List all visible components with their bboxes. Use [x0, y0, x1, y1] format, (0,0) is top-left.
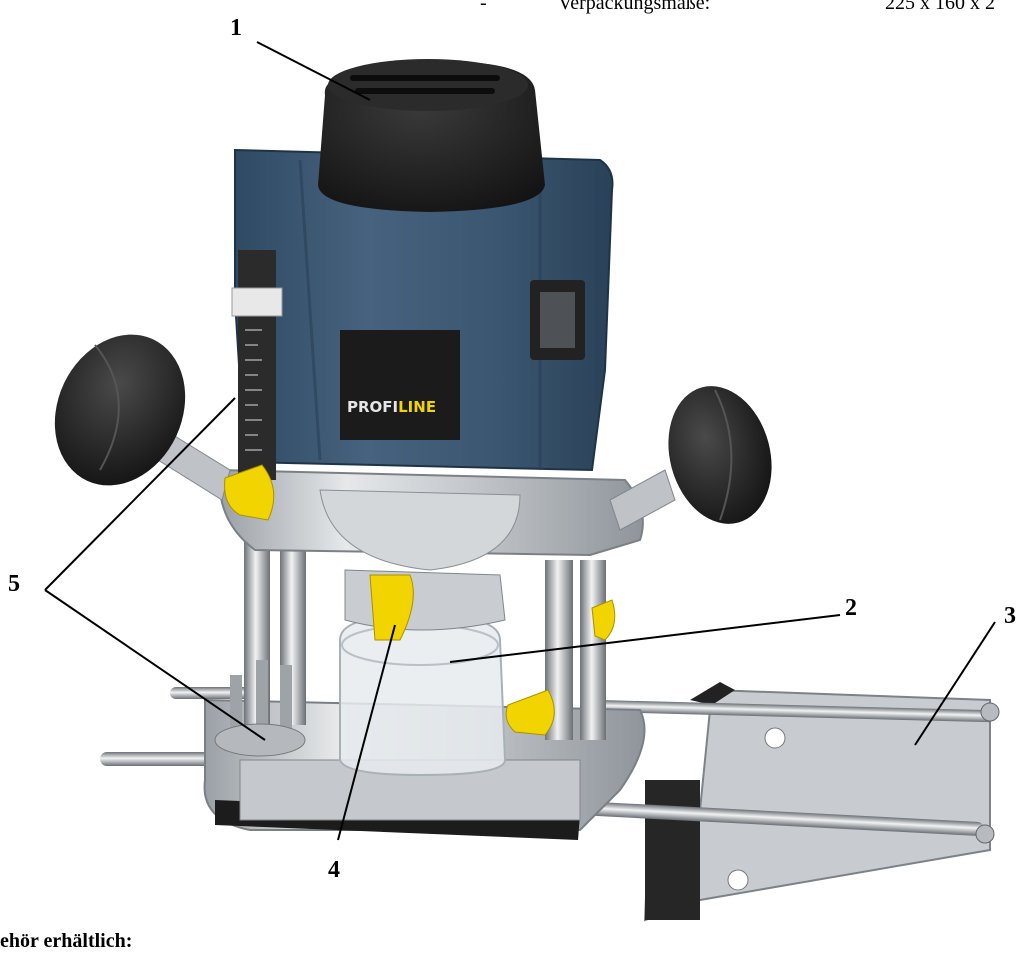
callout-4: 4: [328, 857, 340, 883]
spec-label: Verpackungsmaße:: [558, 0, 711, 14]
callout-5: 5: [8, 571, 20, 597]
spec-dash: -: [480, 0, 487, 14]
brand-label-plate: [340, 330, 460, 440]
parallel-guide-plate: [643, 682, 991, 922]
callout-leader-lines: [44, 41, 996, 841]
depth-stop-turret: [214, 660, 306, 757]
callout-3: 3: [1004, 603, 1016, 629]
locking-screws: [224, 464, 616, 736]
brand-logo-left: PROFI: [347, 398, 399, 416]
motor-top-cap: [318, 59, 545, 212]
callout-2: 2: [845, 595, 857, 621]
depth-scale: [231, 250, 283, 480]
motor-lower-housing: [344, 569, 506, 641]
brand-logo-right: LINE: [398, 398, 437, 416]
router-carriage: [218, 468, 644, 571]
transparent-chip-guard: [339, 613, 507, 777]
spec-value: 225 x 160 x 2: [885, 0, 995, 14]
handle-arms: [157, 429, 676, 531]
accessories-heading: ehör erhältlich:: [0, 930, 133, 952]
callout-1: 1: [230, 15, 242, 41]
brand-logo: PROFILINE: [347, 398, 436, 416]
handle-knobs: [54, 334, 772, 524]
power-switch: [530, 280, 585, 360]
